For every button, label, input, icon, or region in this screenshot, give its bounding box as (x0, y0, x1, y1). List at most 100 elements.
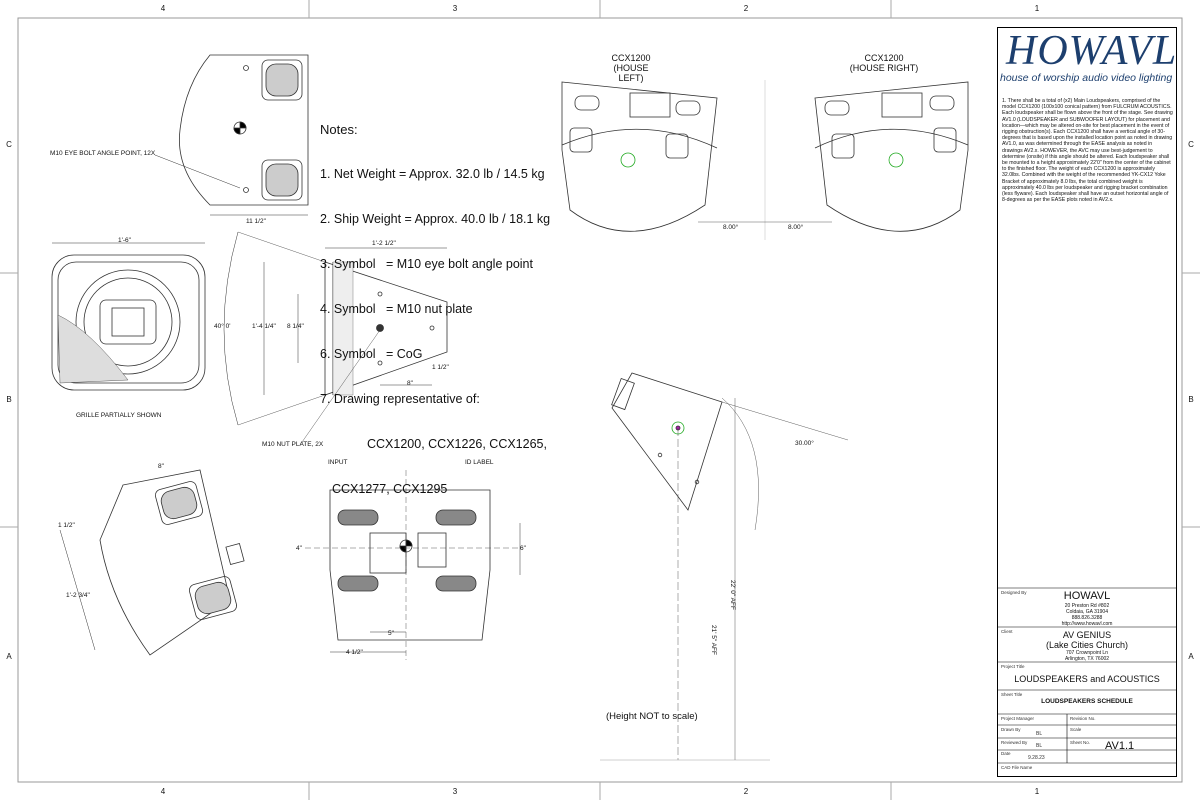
sheet-number: AV1.1 (1105, 740, 1135, 752)
zone-bottom-2: 2 (743, 787, 749, 796)
sheet-no-label: Sheet No. (1070, 740, 1091, 745)
zone-left-a: A (6, 652, 12, 661)
address-line: 707 Crownpoint Ln (1066, 650, 1108, 656)
reviewed-by-label: Reviewed By (1001, 740, 1028, 745)
sheet-title-label: Sheet Title (1001, 692, 1023, 697)
date-value: 9.28.23 (1028, 755, 1045, 761)
reviewed-by-value: BL (1036, 743, 1043, 749)
angle-left-label: 8.00° (723, 224, 739, 231)
zone-bottom-1: 1 (1034, 787, 1040, 796)
designer-name: HOWAVL (1063, 590, 1111, 602)
notes-block: Notes: 1. Net Weight = Approx. 32.0 lb /… (320, 92, 550, 527)
input-label: INPUT (328, 459, 348, 466)
height-21-label: 21' 5" AFF (710, 625, 717, 655)
house-left-position: (HOUSE LEFT) (613, 63, 649, 83)
notes-title: Notes: (320, 122, 358, 137)
logo-tagline: house of worship audio video lighting (1000, 72, 1173, 84)
house-right-title: CCX1200 (HOUSE RIGHT) (848, 53, 920, 73)
client-name: AV GENIUS (1062, 630, 1112, 640)
house-left-title: CCX1200 (HOUSE LEFT) (600, 53, 662, 83)
height-note: (Height NOT to scale) (606, 711, 698, 722)
zone-top-4: 4 (160, 4, 166, 13)
dim-back-8: 8" (158, 463, 164, 470)
address-line: 20 Preston Rd #802 (1064, 603, 1110, 609)
dim-back-1-2-3-4: 1'-2 3/4" (66, 592, 90, 599)
rear-angled-view-drawing (59, 469, 245, 656)
id-label-label: ID LABEL (465, 459, 494, 466)
zone-left-c: C (6, 140, 12, 149)
drawn-by-value: BL (1036, 731, 1043, 737)
client-label: Client (1001, 629, 1013, 634)
house-right-model: CCX1200 (864, 53, 904, 63)
dim-inner-8-1-4: 8 1/4" (287, 323, 304, 330)
date-label: Date (1001, 751, 1011, 756)
address-line: Arlington, TX 76002 (1064, 656, 1110, 662)
address-line: 888.826.3288 (1071, 615, 1103, 621)
note-item: 3. Symbol = M10 eye bolt angle point (320, 257, 533, 271)
zone-top-1: 1 (1034, 4, 1040, 13)
scale-label: Scale (1070, 727, 1082, 732)
front-view-drawing (51, 242, 206, 391)
zone-top-2: 2 (743, 4, 749, 13)
side-view-drawing (223, 231, 448, 446)
spec-text: 1. There shall be a total of (x2) Main L… (1002, 98, 1173, 204)
dim-angle-40: 40° 0' (214, 323, 231, 330)
house-right-speaker-plan (814, 81, 969, 232)
angle-side-label: 30.00° (795, 440, 814, 447)
rear-view-drawing (305, 470, 521, 660)
designer-address: 20 Preston Rd #802 Coldaia, GA 31904 888… (999, 603, 1175, 627)
note-item: 2. Ship Weight = Approx. 40.0 lb / 18.1 … (320, 212, 551, 226)
designed-by-label: Designed By (1001, 590, 1027, 595)
eye-bolt-label: M10 EYE BOLT ANGLE POINT, 12X (50, 150, 156, 157)
dim-side-8: 8" (407, 380, 413, 387)
house-left-speaker-plan (561, 81, 718, 232)
zone-right-a: A (1188, 652, 1194, 661)
house-left-model: CCX1200 (611, 53, 651, 63)
angle-right-label: 8.00° (788, 224, 804, 231)
title-block-grid (997, 587, 1177, 764)
dim-height-side: 1'-4 1/4" (252, 323, 276, 330)
dim-rear-4-1-2: 4 1/2" (346, 649, 363, 656)
note-item: CCX1277, CCX1295 (332, 482, 448, 496)
project-title-label: Project Title (1001, 664, 1025, 669)
dim-width-front: 1'-6" (118, 237, 131, 244)
house-right-position: (HOUSE RIGHT) (849, 63, 919, 73)
drawn-by-label: Drawn By (1001, 727, 1021, 732)
client-sub: (Lake Cities Church) (1045, 640, 1129, 650)
dim-rear-5: 5" (388, 630, 394, 637)
top-view-drawing (154, 54, 309, 216)
dim-rear-4: 4" (296, 545, 302, 552)
project-manager-label: Project Manager (1001, 716, 1035, 721)
note-item: 6. Symbol = CoG (320, 347, 423, 361)
note-item: 1. Net Weight = Approx. 32.0 lb / 14.5 k… (320, 167, 545, 181)
note-item: 7. Drawing representative of: (320, 392, 480, 406)
height-22-label: 22' 0" AFF (729, 580, 736, 610)
zone-left-b: B (6, 395, 12, 404)
grille-label: GRILLE PARTIALLY SHOWN (76, 412, 162, 419)
project-title: LOUDSPEAKERS and ACOUSTICS (1014, 674, 1160, 684)
side-elevation-speaker (600, 372, 849, 761)
zone-right-c: C (1188, 140, 1194, 149)
nut-plate-label: M10 NUT PLATE, 2X (262, 441, 324, 448)
cad-file-label: CAD File Name (1001, 765, 1033, 770)
zone-bottom-4: 4 (160, 787, 166, 796)
address-line: Coldaia, GA 31904 (1066, 609, 1108, 615)
zone-right-b: B (1188, 395, 1194, 404)
note-item: 4. Symbol = M10 nut plate (320, 302, 473, 316)
dim-top-11-1-2: 11 1/2" (246, 218, 266, 225)
client-address: 707 Crownpoint Ln Arlington, TX 76002 (999, 650, 1175, 662)
title-block (997, 27, 1177, 777)
dim-side-1-1-2: 1 1/2" (432, 364, 449, 371)
sheet-title: LOUDSPEAKERS SCHEDULE (1041, 698, 1133, 705)
dim-depth-top: 1'-2 1/2" (372, 240, 396, 247)
dim-rear-6: 6" (520, 545, 526, 552)
revision-label: Revision No. (1070, 716, 1096, 721)
note-item: CCX1200, CCX1226, CCX1265, (367, 437, 547, 451)
address-line: http://www.howavl.com (1061, 621, 1113, 627)
zone-top-3: 3 (452, 4, 458, 13)
dim-back-1-1-2: 1 1/2" (58, 522, 75, 529)
howavl-logo: HOWAVL (1006, 28, 1178, 74)
zone-bottom-3: 3 (452, 787, 458, 796)
